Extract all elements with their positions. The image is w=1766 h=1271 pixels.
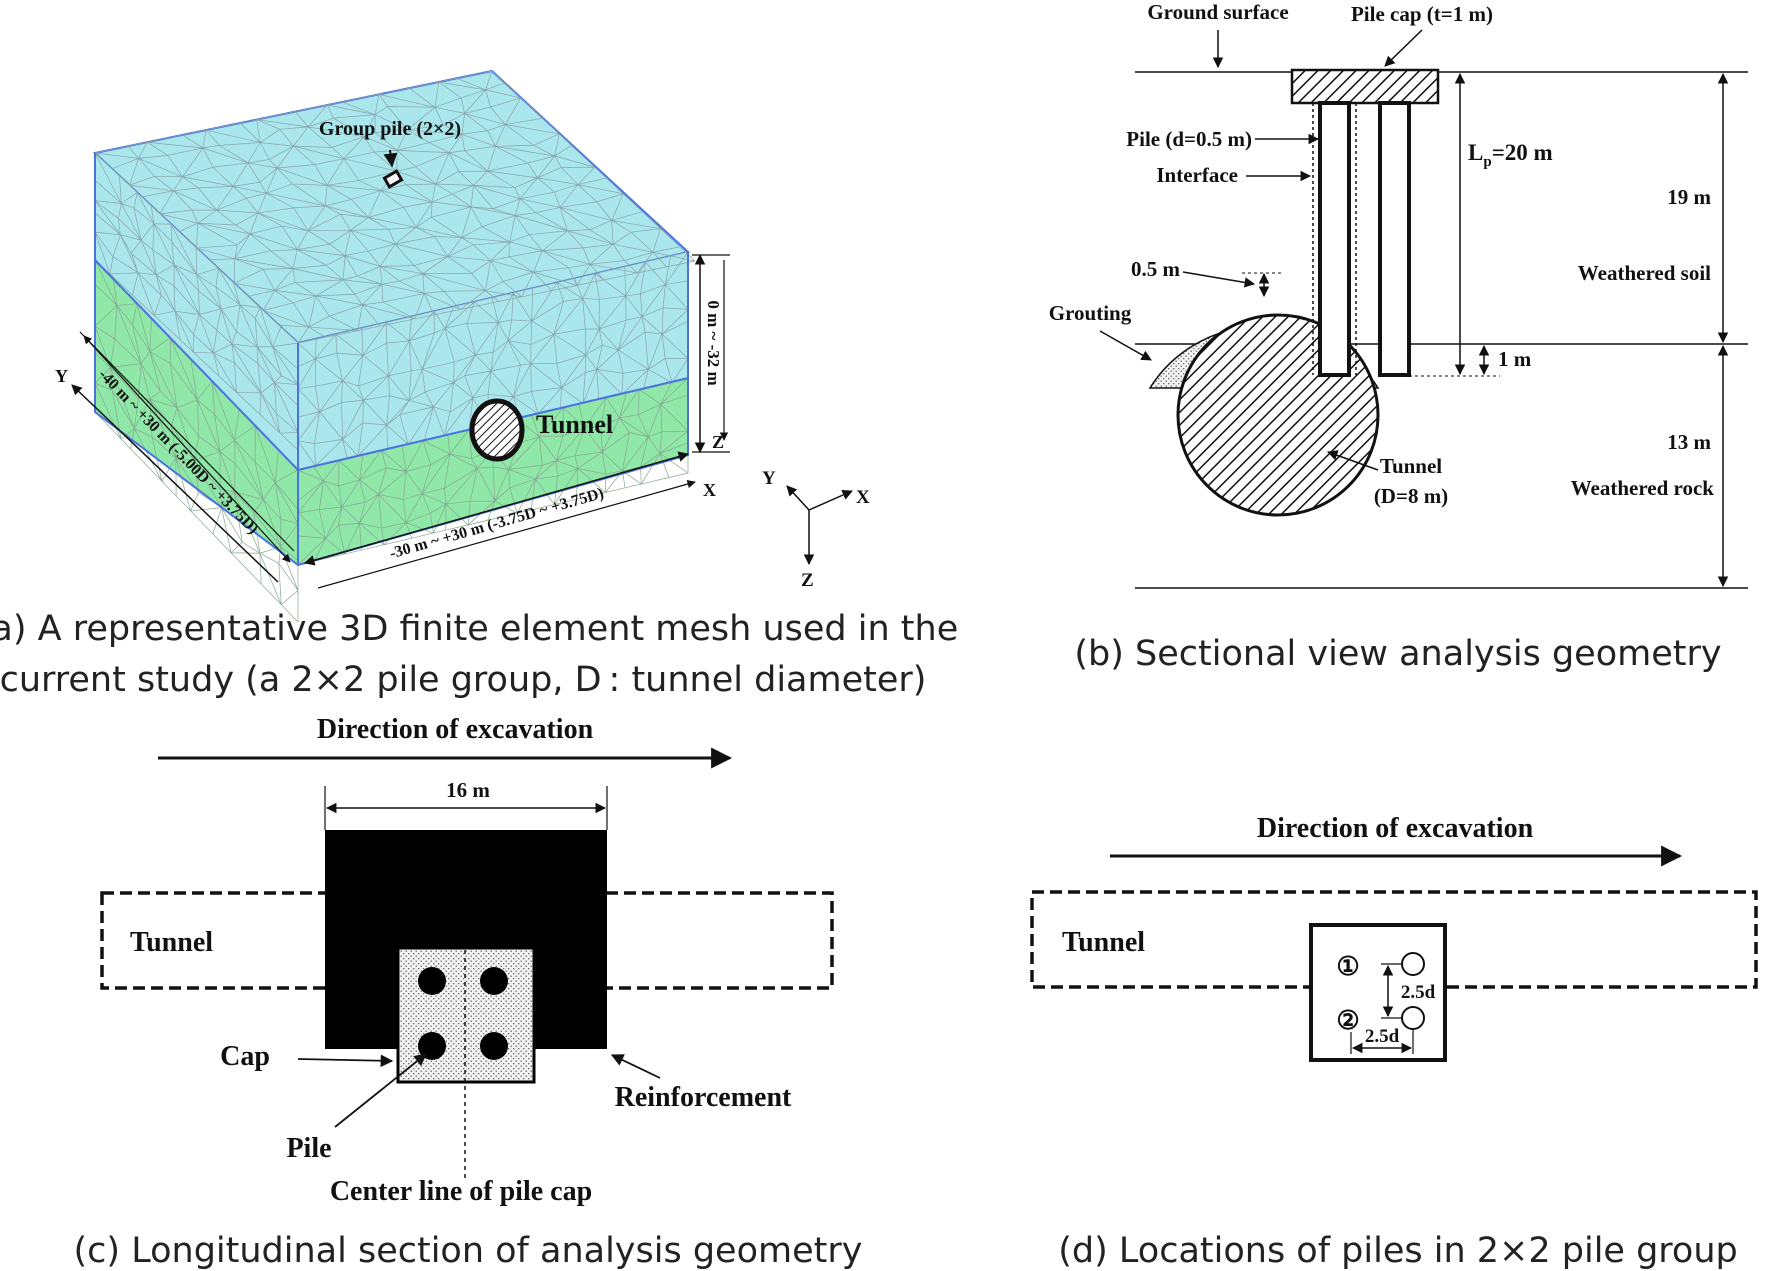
- panel-c-longitudinal: Direction of excavation 16 m Tunnel Cap …: [74, 714, 863, 1271]
- pile-location-2: [1401, 1006, 1425, 1030]
- spacing-horizontal-label: 2.5d: [1365, 1026, 1400, 1047]
- direction-label-d: Direction of excavation: [1257, 813, 1534, 844]
- tunnel-diameter-label: (D=8 m): [1374, 484, 1448, 508]
- panel-b-section: Ground surface Pile cap (t=1 m) Pile (d=…: [1049, 0, 1748, 674]
- axis-z-box: Z: [712, 432, 724, 452]
- tunnel-section-3d: [469, 398, 525, 462]
- interface-label: Interface: [1156, 163, 1238, 187]
- tunnel-label-d: Tunnel: [1062, 927, 1145, 958]
- center-line-label: Center line of pile cap: [330, 1176, 592, 1207]
- pile-label-c: Pile: [286, 1133, 331, 1164]
- pile-cap-outline-d: [1309, 923, 1447, 1062]
- panel-a-mesh: Group pile (2×2) Tunnel 0 m ~ -32 m Z Y …: [0, 69, 958, 700]
- cap-label: Cap: [220, 1041, 270, 1072]
- grout-thickness-label: 0.5 m: [1131, 257, 1181, 281]
- group-pile-label: Group pile (2×2): [319, 118, 461, 140]
- triad-x: X: [856, 487, 870, 508]
- pile-plan-3: [418, 1032, 446, 1060]
- pile-number-1: ①: [1336, 952, 1359, 981]
- direction-label-c: Direction of excavation: [317, 714, 594, 745]
- mesh-element-lines: [297, 251, 689, 471]
- pile-plan-1: [418, 967, 446, 995]
- pile-cap-plan: [396, 946, 536, 1084]
- caption-a-line1: (a) A representative 3D finite element m…: [0, 609, 958, 649]
- lp-label: Lp=20 m: [1468, 140, 1553, 170]
- width-label: 16 m: [446, 778, 490, 802]
- triad-y: Y: [762, 468, 776, 489]
- grouting-label: Grouting: [1049, 301, 1132, 325]
- spacing-vertical-label: 2.5d: [1401, 982, 1436, 1003]
- pile-label-b: Pile (d=0.5 m): [1126, 127, 1252, 151]
- reinforcement-label: Reinforcement: [615, 1082, 792, 1113]
- soil-depth-label: 19 m: [1667, 185, 1711, 209]
- pile-cap-label: Pile cap (t=1 m): [1351, 2, 1493, 26]
- panel-d-pile-locations: Direction of excavation Tunnel ① ② 2.5d …: [1030, 813, 1758, 1271]
- pile-plan-4: [480, 1032, 508, 1060]
- caption-b: (b) Sectional view analysis geometry: [1074, 634, 1721, 674]
- caption-a-line2: current study (a 2×2 pile group, D : tun…: [0, 660, 926, 700]
- pile-number-2: ②: [1336, 1006, 1359, 1035]
- coordinate-triad: X Y Z: [762, 468, 870, 591]
- axis-x-box: X: [703, 480, 716, 500]
- pile-right: [1378, 101, 1411, 377]
- mesh-element-lines: [94, 70, 696, 344]
- pile-left: [1318, 101, 1351, 377]
- weathered-rock-label: Weathered rock: [1571, 476, 1715, 500]
- pile-cap: [1290, 68, 1440, 105]
- rock-depth-label: 13 m: [1667, 430, 1711, 454]
- weathered-soil-label: Weathered soil: [1578, 261, 1711, 285]
- ground-surface-label: Ground surface: [1147, 0, 1288, 24]
- triad-z: Z: [801, 570, 814, 591]
- pile-plan-2: [480, 967, 508, 995]
- tunnel-label-b: Tunnel: [1380, 454, 1442, 478]
- z-range-label: 0 m ~ -32 m: [704, 300, 723, 385]
- tunnel-label-a: Tunnel: [536, 410, 613, 439]
- tunnel-label-c: Tunnel: [130, 927, 213, 958]
- pile-location-1: [1401, 952, 1425, 976]
- axis-y-box: Y: [55, 366, 68, 386]
- caption-d: (d) Locations of piles in 2×2 pile group: [1058, 1231, 1737, 1271]
- one-m-label: 1 m: [1498, 347, 1532, 371]
- caption-c: (c) Longitudinal section of analysis geo…: [74, 1231, 863, 1271]
